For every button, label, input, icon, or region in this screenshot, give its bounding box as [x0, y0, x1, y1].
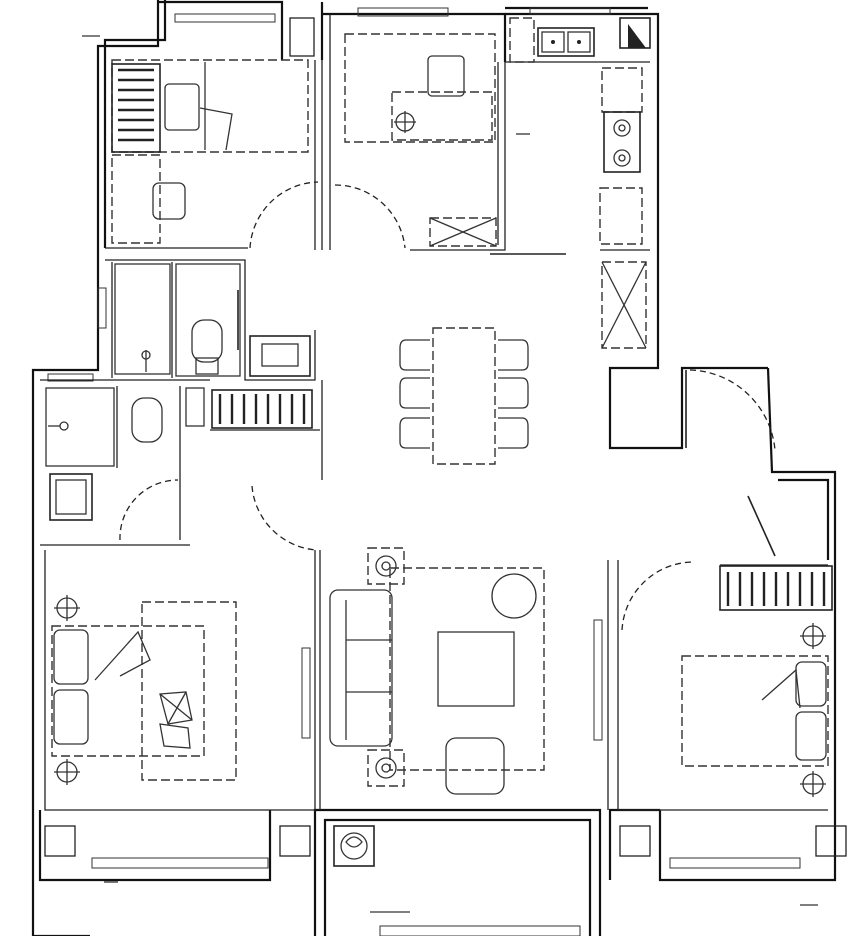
wardrobe-rack-icon: [719, 565, 833, 611]
balcony: [333, 825, 375, 867]
shower-icon: [59, 421, 69, 431]
toilet-icon: [191, 319, 223, 363]
nightstand-lamp-icon: [800, 623, 826, 797]
nightstand-lamp-icon: [54, 595, 80, 785]
study-room: [344, 33, 497, 247]
chair-icon: [152, 182, 186, 220]
armchair-icon: [445, 737, 505, 795]
storage-rack: [185, 387, 313, 429]
windows: [47, 7, 801, 936]
coffee-table: [437, 631, 515, 707]
bed: [681, 655, 829, 767]
sofa-icon: [329, 589, 393, 747]
dining-area: [399, 327, 529, 465]
pillow-icon: [159, 691, 193, 749]
dining-chairs: [399, 339, 529, 449]
washbasin-icon: [249, 335, 311, 377]
bathroom-top: [114, 263, 311, 377]
bathroom-left: [45, 387, 163, 521]
lamp-icon: [367, 547, 405, 585]
bedroom-bottom-right: [681, 565, 833, 797]
living-room: [329, 547, 545, 795]
sink-icon: [537, 27, 595, 57]
round-stool-icon: [491, 573, 537, 619]
kitchen: [509, 17, 651, 349]
chair-icon: [427, 55, 465, 97]
stove-icon: [603, 111, 641, 173]
dining-table: [432, 327, 496, 465]
shower-icon: [141, 350, 151, 360]
bedroom-top-left: [111, 59, 309, 244]
washing-machine-icon: [333, 825, 375, 867]
annotation-marks: [82, 35, 818, 913]
washbasin-icon: [49, 473, 93, 521]
bedroom-bottom-left: [51, 595, 237, 785]
doors: [119, 181, 776, 631]
lamp-icon: [367, 749, 405, 787]
wardrobe-rack-icon: [111, 63, 161, 153]
exterior-walls: [31, 0, 837, 936]
toilet-icon: [131, 397, 163, 443]
interior-walls: [40, 14, 847, 857]
